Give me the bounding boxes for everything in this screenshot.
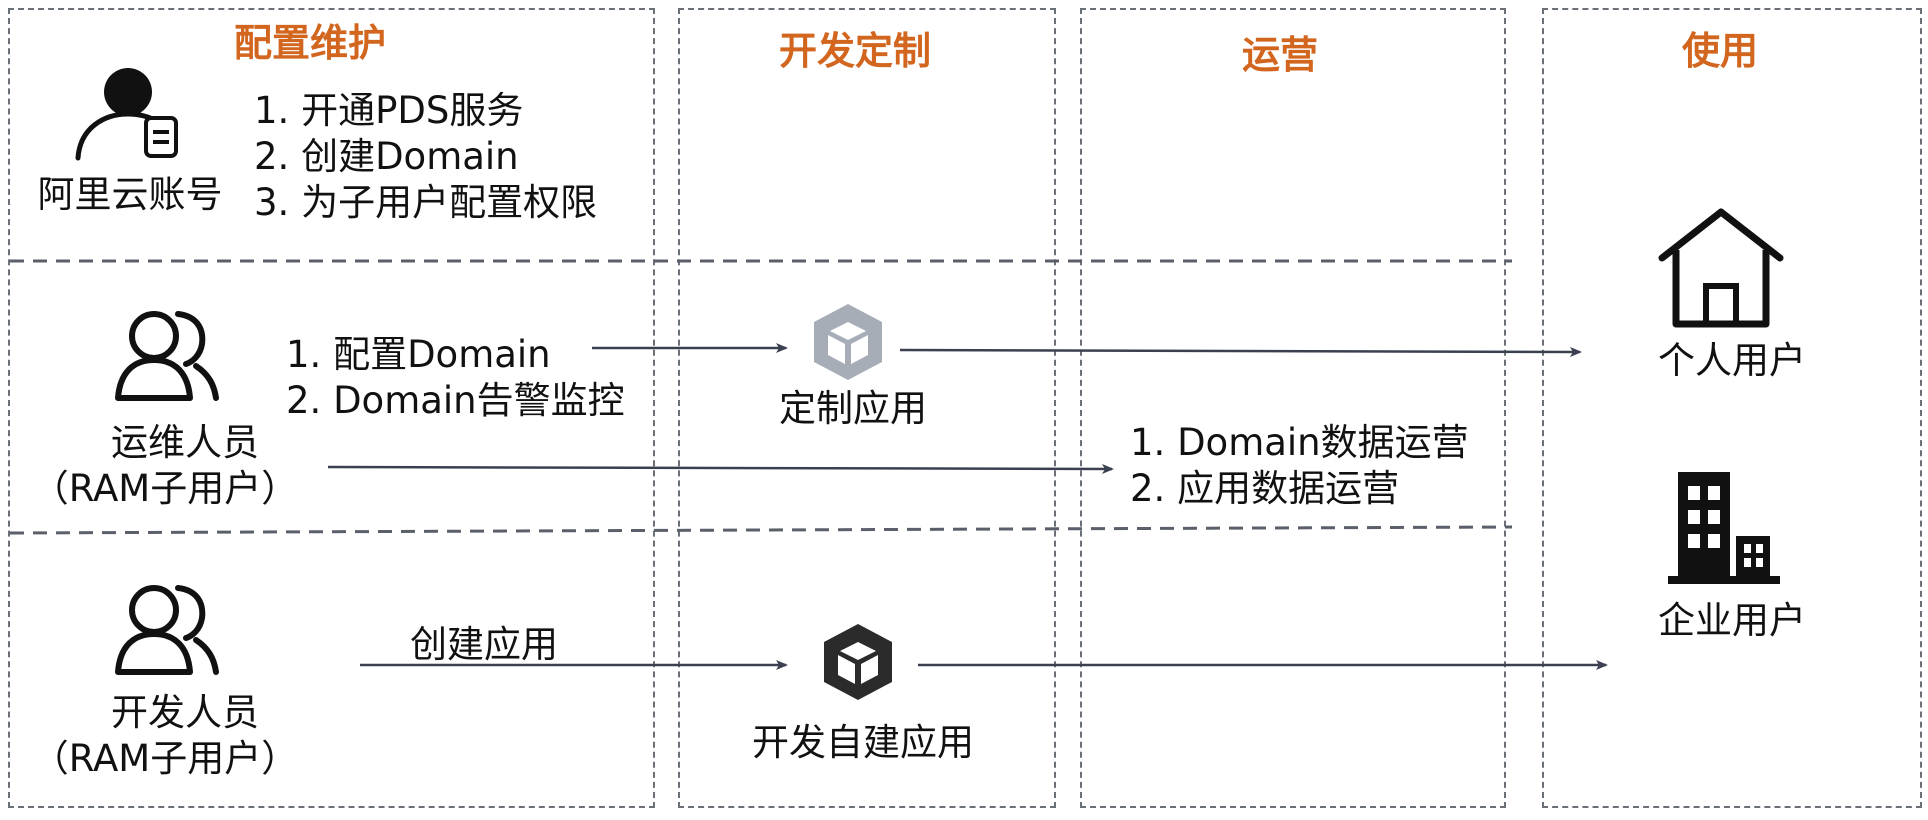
dev-user-group-icon	[115, 585, 219, 675]
aliyun-step-2: 2. 创建Domain	[254, 135, 519, 178]
column-use	[1542, 8, 1922, 808]
house-icon	[1658, 208, 1784, 328]
aliyun-step-1: 1. 开通PDS服务	[254, 89, 524, 132]
building-icon	[1668, 472, 1780, 584]
header-use: 使用	[1681, 29, 1758, 73]
ops-staff-label-line1: 运维人员	[111, 421, 259, 464]
ops-step-2: 2. Domain告警监控	[286, 379, 625, 422]
column-ops	[1080, 8, 1506, 808]
personal-user-label: 个人用户	[1658, 339, 1806, 382]
enterprise-user-label: 企业用户	[1658, 599, 1806, 642]
column-config	[8, 8, 655, 808]
ops-data-step-2: 2. 应用数据运营	[1130, 467, 1400, 510]
create-app-action: 创建应用	[410, 623, 558, 666]
dev-label-line2: （RAM子用户）	[31, 737, 299, 780]
custom-app-cube-icon	[814, 304, 882, 380]
aliyun-step-3: 3. 为子用户配置权限	[254, 181, 598, 224]
dev-app-cube-icon	[824, 624, 892, 700]
ops-data-step-1: 1. Domain数据运营	[1130, 421, 1469, 464]
header-dev: 开发定制	[778, 29, 931, 73]
ops-staff-label-line2: （RAM子用户）	[31, 467, 299, 510]
column-dev	[678, 8, 1056, 808]
header-config: 配置维护	[233, 21, 386, 65]
header-ops: 运营	[1241, 33, 1318, 77]
aliyun-account-label: 阿里云账号	[37, 173, 223, 216]
custom-app-label: 定制应用	[779, 387, 927, 430]
arrow-custom-app-to-personal	[899, 346, 1582, 357]
arrow-ops-staff-to-ops	[327, 463, 1114, 474]
row-divider-2	[9, 525, 1513, 535]
dev-app-label: 开发自建应用	[752, 721, 974, 764]
ops-user-group-icon	[115, 311, 219, 401]
dev-label-line1: 开发人员	[111, 691, 259, 734]
account-person-icon	[75, 68, 178, 161]
ops-step-1: 1. 配置Domain	[286, 333, 551, 376]
